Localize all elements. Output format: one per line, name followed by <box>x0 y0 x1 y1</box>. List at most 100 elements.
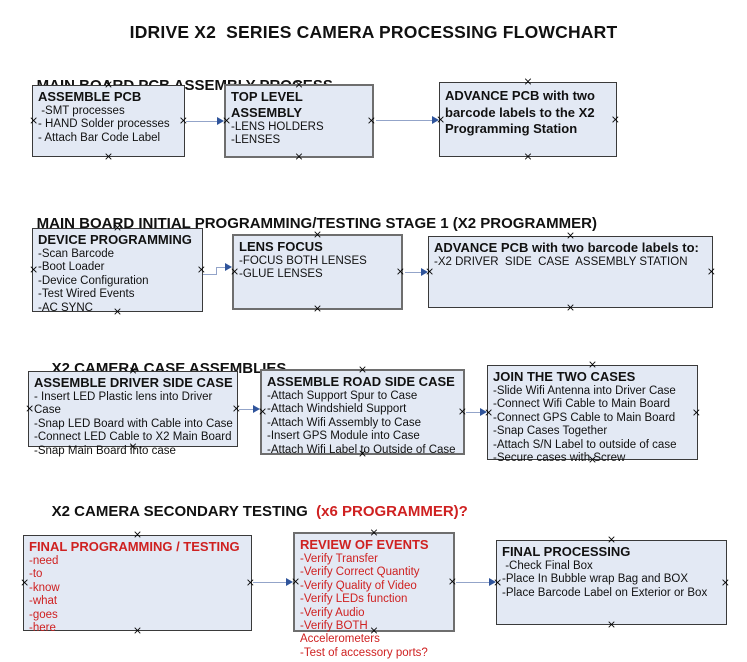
box-item: -Connect LED Cable to X2 Main Board <box>34 431 232 444</box>
connector-elbow-arrow[interactable] <box>203 262 235 280</box>
connector-arrow[interactable] <box>376 116 439 125</box>
connection-handle-icon: × <box>706 265 716 278</box>
box-item: - Attach Bar Code Label <box>38 131 161 144</box>
box-device-programming[interactable]: DEVICE PROGRAMMING -Scan Barcode -Boot L… <box>29 222 206 317</box>
box-item: -Attach Wifi Assembly to Case <box>267 416 422 429</box>
box-item: -Snap Main Board into case <box>34 444 176 457</box>
arrow-head-icon <box>217 117 224 125</box>
arrow-shaft <box>456 581 490 584</box>
connection-handle-icon: × <box>606 618 617 631</box>
box-title: REVIEW OF EVENTS <box>300 537 429 552</box>
box-top-level-assembly[interactable]: TOP LEVEL ASSEMBLY -LENS HOLDERS -LENSES… <box>222 79 376 162</box>
box-title: ASSEMBLE ROAD SIDE CASE <box>267 374 455 389</box>
connector-arrow[interactable] <box>456 578 496 587</box>
box-join-the-two-cases[interactable]: JOIN THE TWO CASES -Slide Wifi Antenna i… <box>484 359 701 465</box>
box-review-of-events[interactable]: REVIEW OF EVENTS -Verify Transfer -Verif… <box>291 527 457 659</box>
connector-arrow[interactable] <box>466 408 487 417</box>
arrow-head-icon <box>489 578 496 586</box>
connection-handle-icon: × <box>29 263 39 276</box>
section-header-initial-programming: MAIN BOARD INITIAL PROGRAMMING/TESTING S… <box>20 198 597 249</box>
connector-arrow[interactable] <box>239 405 260 414</box>
connection-handle-icon: × <box>258 405 268 418</box>
box-item: -GLUE LENSES <box>239 268 323 281</box>
box-item-overflow: -Test of accessory ports? <box>300 646 428 659</box>
box-item: -Test Wired Events <box>38 288 135 301</box>
box-item: -AC SYNC <box>38 301 93 314</box>
box-item: -Attach Wifi Label to Outside of Case <box>267 443 456 456</box>
box-item: -need <box>29 555 59 567</box>
connection-handle-icon: × <box>565 301 576 314</box>
box-final-processing[interactable]: FINAL PROCESSING -Check Final Box -Place… <box>493 534 730 630</box>
box-item: -what <box>29 595 58 608</box>
box-assemble-road-side-case[interactable]: ASSEMBLE ROAD SIDE CASE -Attach Support … <box>258 364 467 459</box>
box-item: -Insert GPS Module into Case <box>267 430 420 443</box>
box-item: -X2 DRIVER SIDE CASE ASSEMBLY STATION <box>434 256 688 268</box>
box-item: -LENS HOLDERS <box>231 121 324 133</box>
box-item: -Boot Loader <box>38 261 105 274</box>
arrow-head-icon <box>480 408 487 416</box>
box-item: -Scan Barcode <box>38 248 115 260</box>
box-item: -Place Barcode Label on Exterior or Box <box>502 586 708 599</box>
box-item: -Verify Transfer <box>300 553 378 565</box>
box-assemble-driver-side-case[interactable]: ASSEMBLE DRIVER SIDE CASE - Insert LED P… <box>25 365 241 457</box>
box-item: -to <box>29 568 43 581</box>
box-item: -Snap LED Board with Cable into Case <box>34 417 233 430</box>
connector-arrow[interactable] <box>405 268 428 277</box>
section-header-text: X2 CAMERA SECONDARY TESTING <box>51 503 317 520</box>
arrow-shaft <box>239 408 254 411</box>
box-title: TOP LEVEL ASSEMBLY <box>231 89 306 120</box>
arrow-shaft <box>466 411 481 414</box>
box-item: -Verify Quality of Video <box>300 579 417 592</box>
box-item: -Secure cases with Screw <box>493 452 626 465</box>
box-item: -Attach S/N Label to outside of case <box>493 438 677 451</box>
box-item: -Attach Windshield Support <box>267 403 407 416</box>
arrow-shaft <box>376 119 433 122</box>
arrow-shaft <box>215 267 218 275</box>
box-title: ADVANCE PCB with two barcode labels to: <box>434 240 699 255</box>
arrow-head-icon <box>253 405 260 413</box>
box-item: -Attach Support Spur to Case <box>267 390 418 402</box>
box-item: -FOCUS BOTH LENSES <box>239 255 367 267</box>
section-header-text: MAIN BOARD INITIAL PROGRAMMING/TESTING S… <box>36 215 597 232</box>
arrow-shaft <box>405 271 422 274</box>
box-item: -Connect GPS Cable to Main Board <box>493 411 676 424</box>
box-lens-focus[interactable]: LENS FOCUS -FOCUS BOTH LENSES -GLUE LENS… <box>230 229 405 314</box>
box-advance-pcb-programming-station[interactable]: ADVANCE PCB with two barcode labels to t… <box>436 76 620 162</box>
arrow-shaft <box>216 266 226 269</box>
connector-arrow[interactable] <box>186 117 224 126</box>
section-header-red-text: (x6 PROGRAMMER)? <box>316 503 468 520</box>
box-item: -Device Configuration <box>38 274 149 287</box>
arrow-head-icon <box>421 268 428 276</box>
box-title: FINAL PROCESSING <box>502 544 631 559</box>
arrow-shaft <box>203 273 217 276</box>
box-item: -goes <box>29 608 58 621</box>
connection-handle-icon: × <box>720 575 730 589</box>
connector-arrow[interactable] <box>253 578 293 587</box>
connection-handle-icon: × <box>610 112 620 126</box>
connection-handle-icon: × <box>222 114 232 127</box>
flowchart-title: IDRIVE X2 SERIES CAMERA PROCESSING FLOWC… <box>129 22 618 42</box>
box-final-programming-testing[interactable]: FINAL PROGRAMMING / TESTING -need -to -k… <box>20 529 255 636</box>
box-item: -SMT processes <box>38 105 125 117</box>
box-title: FINAL PROGRAMMING / TESTING <box>29 539 240 554</box>
connection-handle-icon: × <box>29 114 39 127</box>
box-item: -Place In Bubble wrap Bag and BOX <box>502 573 689 586</box>
box-title: ASSEMBLE PCB <box>38 89 142 104</box>
connection-handle-icon: × <box>291 575 301 588</box>
connection-handle-icon: × <box>366 114 376 127</box>
connection-handle-icon: × <box>25 402 35 415</box>
arrow-shaft <box>253 581 287 584</box>
box-title: ADVANCE PCB with two barcode labels to t… <box>445 88 595 136</box>
arrow-head-icon <box>432 116 439 124</box>
box-title: ASSEMBLE DRIVER SIDE CASE <box>34 375 233 390</box>
connection-handle-icon: × <box>20 576 30 589</box>
box-item: -Snap Cases Together <box>493 425 608 438</box>
box-item: -Verify Correct Quantity <box>300 566 420 579</box>
connection-handle-icon: × <box>523 150 533 163</box>
box-item: - Insert LED Plastic lens into Driver Ca… <box>34 391 216 417</box>
box-item: -Connect Wifi Cable to Main Board <box>493 398 671 411</box>
connection-handle-icon: × <box>312 302 323 315</box>
box-advance-pcb-driver-side[interactable]: ADVANCE PCB with two barcode labels to: … <box>425 230 716 313</box>
box-assemble-pcb[interactable]: ASSEMBLE PCB -SMT processes - HAND Solde… <box>29 79 188 162</box>
